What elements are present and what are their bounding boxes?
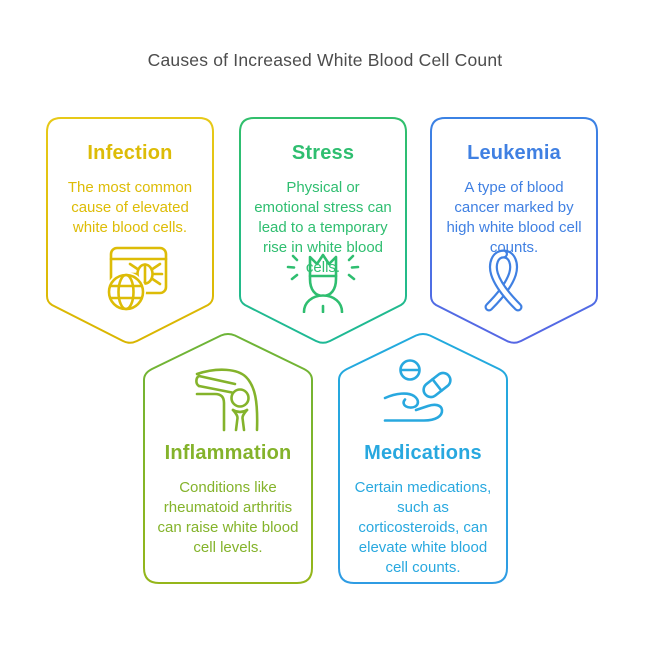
card-medications-title: Medications (364, 442, 482, 464)
card-inflammation-outline (143, 333, 313, 584)
card-inflammation: Inflammation Conditions like rheumatoid … (143, 332, 313, 584)
card-medications-description: Certain medications, such as corticoster… (354, 479, 492, 576)
card-medications-outline (338, 333, 508, 584)
card-medications: Medications Certain medications, such as… (338, 332, 508, 584)
card-inflammation-description: Conditions like rheumatoid arthritis can… (157, 479, 299, 556)
stressed-person-icon (286, 253, 360, 313)
card-stress-title: Stress (291, 142, 355, 164)
card-leukemia: Leukemia A type of blood cancer marked b… (430, 117, 598, 345)
card-leukemia-description: A type of blood cancer marked by high wh… (446, 179, 582, 256)
card-leukemia-title: Leukemia (467, 142, 561, 164)
card-infection-outline (46, 117, 214, 344)
card-infection: Infection The most common cause of eleva… (46, 117, 214, 345)
card-infection-description: The most common cause of elevated white … (67, 179, 193, 236)
card-leukemia-outline (430, 117, 598, 344)
joint-bone-icon (195, 368, 259, 432)
card-infection-title: Infection (87, 142, 173, 164)
infection-browser-bug-globe-icon (106, 246, 168, 312)
hand-with-pills-icon (383, 359, 452, 422)
awareness-ribbon-icon (484, 249, 523, 312)
page-title: Causes of Increased White Blood Cell Cou… (147, 50, 503, 70)
card-inflammation-title: Inflammation (164, 442, 292, 464)
card-stress: Stress Physical or emotional stress can … (239, 117, 407, 345)
card-stress-outline (239, 117, 407, 344)
